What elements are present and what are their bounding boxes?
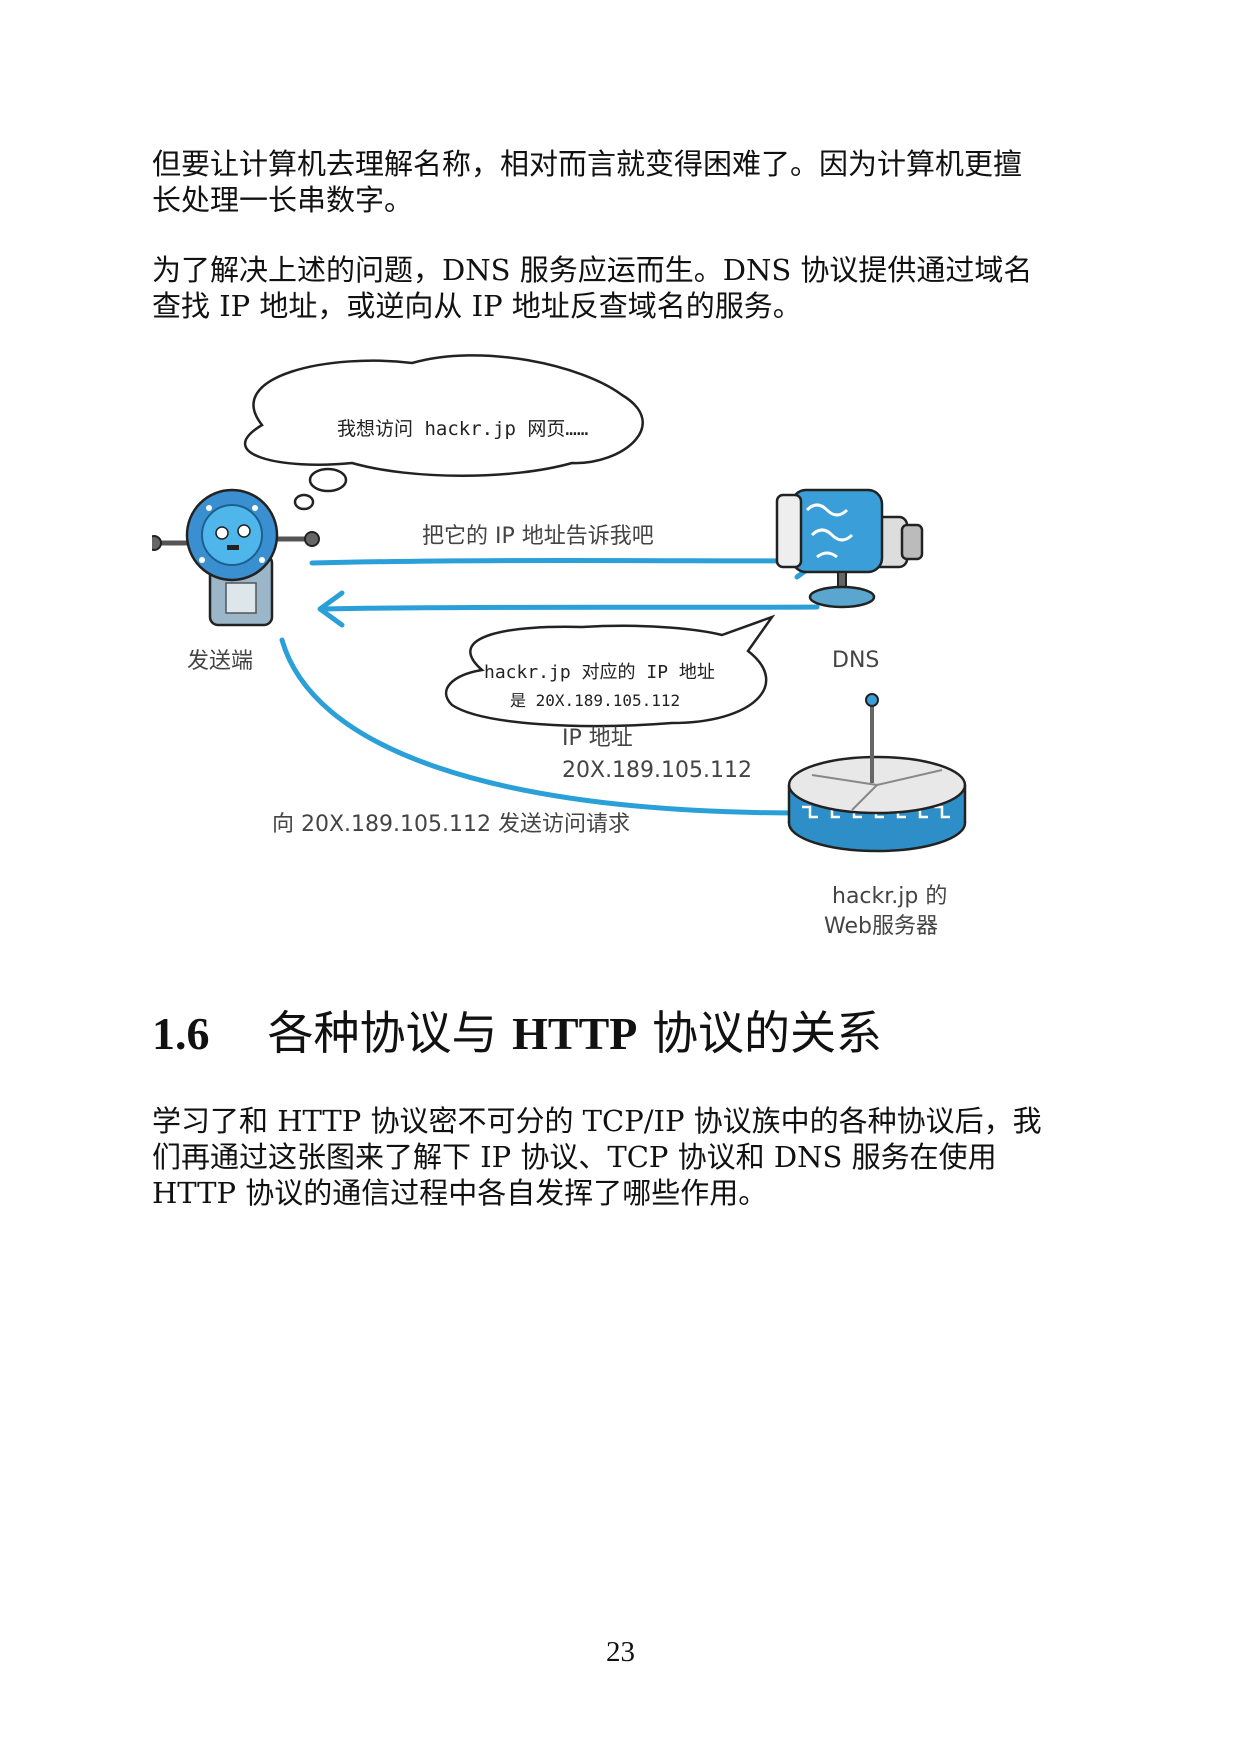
section-heading: 1.6 各种协议与 HTTP 协议的关系: [152, 1003, 882, 1064]
reply-bubble-line1: hackr.jp 对应的 IP 地址: [484, 662, 715, 683]
paragraph-intro: 但要让计算机去理解名称，相对而言就变得困难了。因为计算机更擅 长处理一长串数字。: [152, 146, 1092, 218]
dns-label: DNS: [832, 648, 879, 673]
reply-bubble-line2: 是 20X.189.105.112: [510, 691, 680, 710]
paragraph-line: 长处理一长串数字。: [152, 183, 414, 217]
ip-label-line1: IP 地址: [562, 726, 633, 751]
paragraph-protocol-relations: 学习了和 HTTP 协议密不可分的 TCP/IP 协议族中的各种协议后，我 们再…: [152, 1103, 1092, 1211]
request-arrow: [309, 558, 820, 566]
sender-label: 发送端: [187, 649, 253, 674]
send-request-label: 向 20X.189.105.112 发送访问请求: [272, 812, 630, 837]
section-title-part2: 协议的关系: [652, 1006, 882, 1060]
paragraph-dns: 为了解决上述的问题，DNS 服务应运而生。DNS 协议提供通过域名 查找 IP …: [152, 252, 1092, 324]
paragraph-line: HTTP 协议的通信过程中各自发挥了哪些作用。: [152, 1176, 768, 1210]
paragraph-line: 查找 IP 地址，或逆向从 IP 地址反查域名的服务。: [152, 289, 802, 323]
paragraph-line: 们再通过这张图来了解下 IP 协议、TCP 协议和 DNS 服务在使用: [152, 1140, 997, 1174]
reply-arrow: [319, 604, 820, 612]
server-label-line2: Web服务器: [824, 914, 938, 939]
sender-robot-icon: [152, 488, 320, 627]
section-title-part1: 各种协议与: [267, 1006, 498, 1060]
paragraph-line: 为了解决上述的问题，DNS 服务应运而生。DNS 协议提供通过域名: [152, 253, 1033, 287]
dns-server-icon: [775, 488, 924, 609]
server-label-line1: hackr.jp 的: [832, 884, 947, 909]
request-arrow-label: 把它的 IP 地址告诉我吧: [422, 524, 654, 549]
paragraph-line: 学习了和 HTTP 协议密不可分的 TCP/IP 协议族中的各种协议后，我: [152, 1104, 1042, 1138]
reply-arrowhead: [317, 590, 345, 628]
access-request-arrow: [279, 637, 820, 816]
web-server-icon: [787, 693, 967, 853]
thought-bubble-text: 我想访问 hackr.jp 网页……: [337, 418, 588, 440]
reply-bubble: hackr.jp 对应的 IP 地址 是 20X.189.105.112: [445, 614, 776, 728]
paragraph-line: 但要让计算机去理解名称，相对而言就变得困难了。因为计算机更擅: [152, 147, 1023, 181]
page-number: 23: [606, 1636, 635, 1668]
dns-lookup-illustration: 我想访问 hackr.jp 网页…… 发送端 把它的 IP 地址告诉我吧 hac…: [152, 345, 1088, 973]
thought-bubble: 我想访问 hackr.jp 网页……: [244, 354, 644, 511]
ip-label-line2: 20X.189.105.112: [562, 758, 752, 783]
section-title-bold: HTTP: [512, 1008, 638, 1059]
section-number: 1.6: [152, 1008, 210, 1059]
